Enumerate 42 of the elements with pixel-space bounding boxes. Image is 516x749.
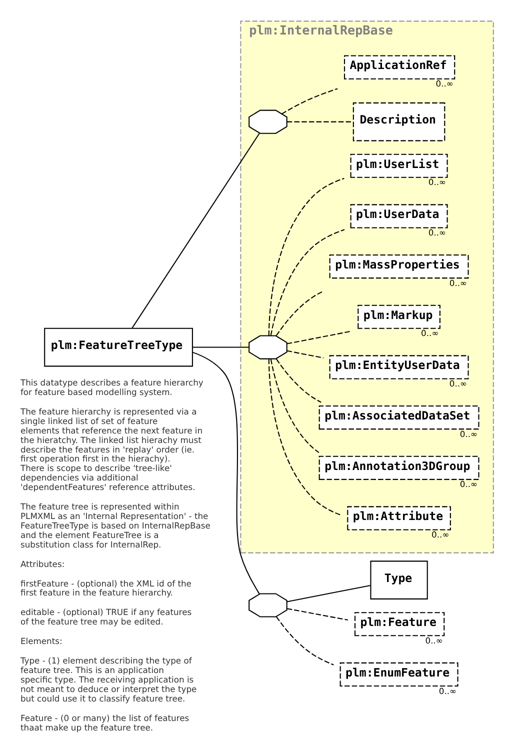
connector (132, 133, 260, 328)
node-label: firstFeature - (optional) the XML id of the first feature in the feature hierarchy. (20, 578, 192, 598)
connector (276, 290, 324, 336)
connector (276, 616, 334, 666)
node-label: 0..∞ (428, 228, 446, 238)
node-octagon (248, 593, 288, 618)
node-label: 0..∞ (449, 278, 468, 288)
connector (276, 358, 322, 403)
node-box: Description (352, 102, 446, 142)
connector (270, 229, 345, 336)
node-label: 0..∞ (436, 78, 454, 89)
connector (192, 346, 250, 348)
node-label: The feature hierarchy is represented via a single linked list of set of feature elements that reference the next feature in the hieratchy. The linked list hierachy must describe the features in 'replay' order (ie. first operation first in the hierachy). There is scope to describe 'tree-like' dependencies via additional 'dependentFeatures' reference attributes. (20, 406, 203, 492)
node-label: 0..∞ (421, 328, 439, 338)
node-label: 0..∞ (438, 686, 457, 696)
connector (286, 608, 348, 621)
connector (192, 352, 260, 594)
node-label: editable - (optional) TRUE if any features of the feature tree may be edited. (20, 607, 192, 627)
node-label: 0..∞ (432, 530, 450, 540)
node-label: 0..∞ (425, 635, 443, 646)
connector (286, 330, 352, 344)
node-label: Attributes: (20, 558, 65, 569)
node-label: Feature - (0 or many) the list of features thaat make up the feature tree. (20, 712, 190, 732)
connector (268, 178, 344, 336)
node-label: The feature tree is represented within PLMXML as an 'Internal Representation' - the FeatureTreeType is based on InternalRepBase and the element FeatureTree is a substitution class for InternalRep. (20, 502, 210, 550)
node-label: 0..∞ (449, 378, 468, 389)
node-label: This datatype describes a feature hierarchy for feature based modelling system. (20, 378, 204, 397)
node-label: 0..∞ (460, 428, 478, 439)
node-octagon (248, 110, 288, 134)
node-label: 0..∞ (460, 479, 478, 490)
node-octagon (248, 335, 288, 360)
connector (286, 584, 370, 602)
node-box: Type (370, 560, 428, 600)
connector (270, 359, 320, 453)
connector (281, 88, 338, 114)
node-label: 0..∞ (428, 177, 446, 188)
connector (268, 358, 342, 516)
node-label: Type - (1) element describing the type of feature tree. This is an application specific type. The receiving application is not meant to deduce or interpret the type but could use it to classify feature tree. (20, 656, 197, 704)
node-label: Elements: (20, 636, 62, 646)
connector (286, 121, 354, 122)
node-box: plm:FeatureTreeType (44, 328, 193, 367)
connector (286, 350, 324, 358)
